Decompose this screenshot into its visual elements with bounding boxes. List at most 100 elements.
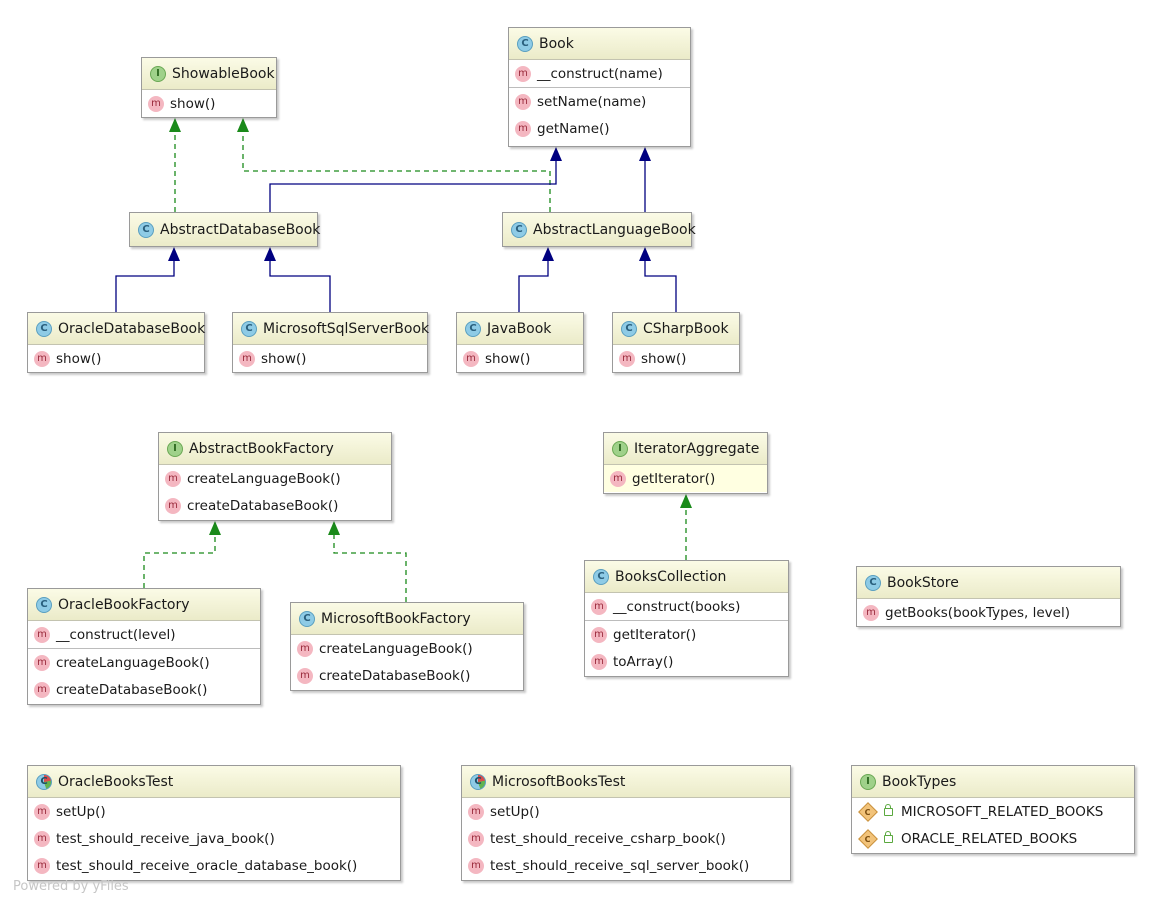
arrowhead-implements [169, 118, 181, 132]
uml-class-microsoftbookfactory[interactable]: C MicrosoftBookFactory m createLanguageB… [290, 602, 524, 691]
class-icon: C [621, 320, 637, 337]
method-icon: m [34, 803, 50, 820]
field-row[interactable]: C ORACLE_RELATED_BOOKS [852, 825, 1134, 852]
arrowhead-implements [680, 494, 692, 508]
method-row[interactable]: m setName(name) [509, 87, 690, 115]
node-title: AbstractBookFactory [189, 440, 334, 457]
public-lock-icon [884, 803, 893, 816]
edge-abstractdatabasebook-extends-book [269, 161, 557, 212]
uml-class-oraclebookfactory[interactable]: C OracleBookFactory m __construct(level)… [27, 588, 261, 705]
method-row[interactable]: m getIterator() [604, 465, 767, 492]
method-row[interactable]: m getName() [509, 115, 690, 142]
method-row[interactable]: m setUp() [462, 798, 790, 825]
uml-class-bookscollection[interactable]: C BooksCollection m __construct(books) m… [584, 560, 789, 677]
method-row[interactable]: m show() [142, 90, 276, 117]
uml-class-javabook[interactable]: C JavaBook m show() [456, 312, 584, 373]
node-header: C BooksCollection [585, 561, 788, 593]
method-label: getIterator() [632, 470, 716, 487]
method-icon: m [468, 830, 484, 847]
method-row[interactable]: m createLanguageBook() [28, 648, 260, 676]
uml-interface-booktypes[interactable]: I BookTypes C MICROSOFT_RELATED_BOOKS C … [851, 765, 1135, 854]
method-row[interactable]: m createLanguageBook() [159, 465, 391, 492]
method-row[interactable]: m __construct(level) [28, 621, 260, 648]
edge-microsoftbookfactory-implements-abstractbookfactory [333, 535, 407, 602]
node-header: C AbstractDatabaseBook [130, 213, 321, 246]
method-row[interactable]: m createDatabaseBook() [159, 492, 391, 519]
uml-class-abstractlanguagebook[interactable]: C AbstractLanguageBook [502, 212, 696, 247]
method-row[interactable]: m createDatabaseBook() [291, 662, 523, 689]
method-row[interactable]: m getBooks(bookTypes, level) [857, 599, 1120, 626]
method-icon: m [239, 350, 255, 367]
method-label: createLanguageBook() [187, 470, 341, 487]
method-label: show() [485, 350, 531, 367]
method-icon: m [34, 626, 50, 643]
uml-class-oracledatabasebook[interactable]: C OracleDatabaseBook m show() [27, 312, 205, 373]
node-title: AbstractDatabaseBook [160, 221, 321, 238]
class-icon: C [465, 320, 481, 337]
edge-abstractlanguagebook-implements-showablebook [242, 132, 551, 212]
method-label: toArray() [613, 653, 674, 670]
node-title: MicrosoftBooksTest [492, 773, 626, 790]
uml-class-csharpbook[interactable]: C CSharpBook m show() [612, 312, 740, 373]
method-row[interactable]: m getIterator() [585, 620, 788, 648]
edge-javabook-extends-abstractlanguagebook [518, 261, 549, 312]
node-header: C BookStore [857, 567, 1120, 599]
class-icon: C [241, 320, 257, 337]
uml-class-microsoftbookstest[interactable]: C MicrosoftBooksTest m setUp() m test_sh… [461, 765, 791, 881]
field-label: MICROSOFT_RELATED_BOOKS [901, 803, 1104, 820]
method-icon: m [297, 640, 313, 657]
method-icon: m [515, 120, 531, 137]
node-title: Book [539, 35, 574, 52]
interface-icon: I [150, 65, 166, 82]
uml-interface-iteratoraggregate[interactable]: I IteratorAggregate m getIterator() [603, 432, 768, 494]
node-title: JavaBook [487, 320, 552, 337]
method-row[interactable]: m setUp() [28, 798, 400, 825]
method-row[interactable]: m test_should_receive_java_book() [28, 825, 400, 852]
uml-class-book[interactable]: C Book m __construct(name) m setName(nam… [508, 27, 691, 147]
method-label: show() [170, 95, 216, 112]
arrowhead-extends [639, 247, 651, 261]
class-icon: C [36, 596, 52, 613]
node-title: BookTypes [882, 773, 957, 790]
test-class-icon: C [470, 773, 486, 790]
node-title: AbstractLanguageBook [533, 221, 696, 238]
method-row[interactable]: m createDatabaseBook() [28, 676, 260, 703]
uml-interface-abstractbookfactory[interactable]: I AbstractBookFactory m createLanguageBo… [158, 432, 392, 521]
interface-icon: I [612, 440, 628, 457]
method-label: getBooks(bookTypes, level) [885, 604, 1070, 621]
node-title: OracleBooksTest [58, 773, 174, 790]
method-icon: m [34, 350, 50, 367]
uml-class-oraclebookstest[interactable]: C OracleBooksTest m setUp() m test_shoul… [27, 765, 401, 881]
node-header: I BookTypes [852, 766, 1134, 798]
edge-oracledatabasebook-extends-abstractdatabasebook [115, 261, 175, 312]
arrowhead-extends [542, 247, 554, 261]
method-icon: m [591, 653, 607, 670]
method-row[interactable]: m __construct(name) [509, 60, 690, 87]
method-icon: m [165, 470, 181, 487]
node-header: I ShowableBook [142, 58, 276, 90]
method-row[interactable]: m test_should_receive_oracle_database_bo… [28, 852, 400, 879]
method-row[interactable]: m test_should_receive_csharp_book() [462, 825, 790, 852]
uml-interface-showablebook[interactable]: I ShowableBook m show() [141, 57, 277, 118]
uml-class-microsoftsqlserverbook[interactable]: C MicrosoftSqlServerBook m show() [232, 312, 429, 373]
powered-by-watermark: Powered by yFiles [13, 879, 129, 894]
arrowhead-extends [264, 247, 276, 261]
constant-icon: C [858, 801, 878, 822]
method-label: setUp() [56, 803, 106, 820]
method-label: show() [56, 350, 102, 367]
method-row[interactable]: m __construct(books) [585, 593, 788, 620]
method-row[interactable]: m show() [233, 345, 427, 372]
method-row[interactable]: m show() [613, 345, 739, 372]
method-label: __construct(level) [56, 626, 176, 643]
method-row[interactable]: m createLanguageBook() [291, 635, 523, 662]
method-row[interactable]: m show() [457, 345, 583, 372]
uml-class-abstractdatabasebook[interactable]: C AbstractDatabaseBook [129, 212, 321, 247]
method-row[interactable]: m show() [28, 345, 204, 372]
node-title: MicrosoftBookFactory [321, 610, 471, 627]
method-row[interactable]: m test_should_receive_sql_server_book() [462, 852, 790, 879]
field-row[interactable]: C MICROSOFT_RELATED_BOOKS [852, 798, 1134, 825]
method-label: test_should_receive_csharp_book() [490, 830, 726, 847]
method-row[interactable]: m toArray() [585, 648, 788, 675]
method-label: setName(name) [537, 93, 647, 110]
uml-class-bookstore[interactable]: C BookStore m getBooks(bookTypes, level) [856, 566, 1121, 627]
